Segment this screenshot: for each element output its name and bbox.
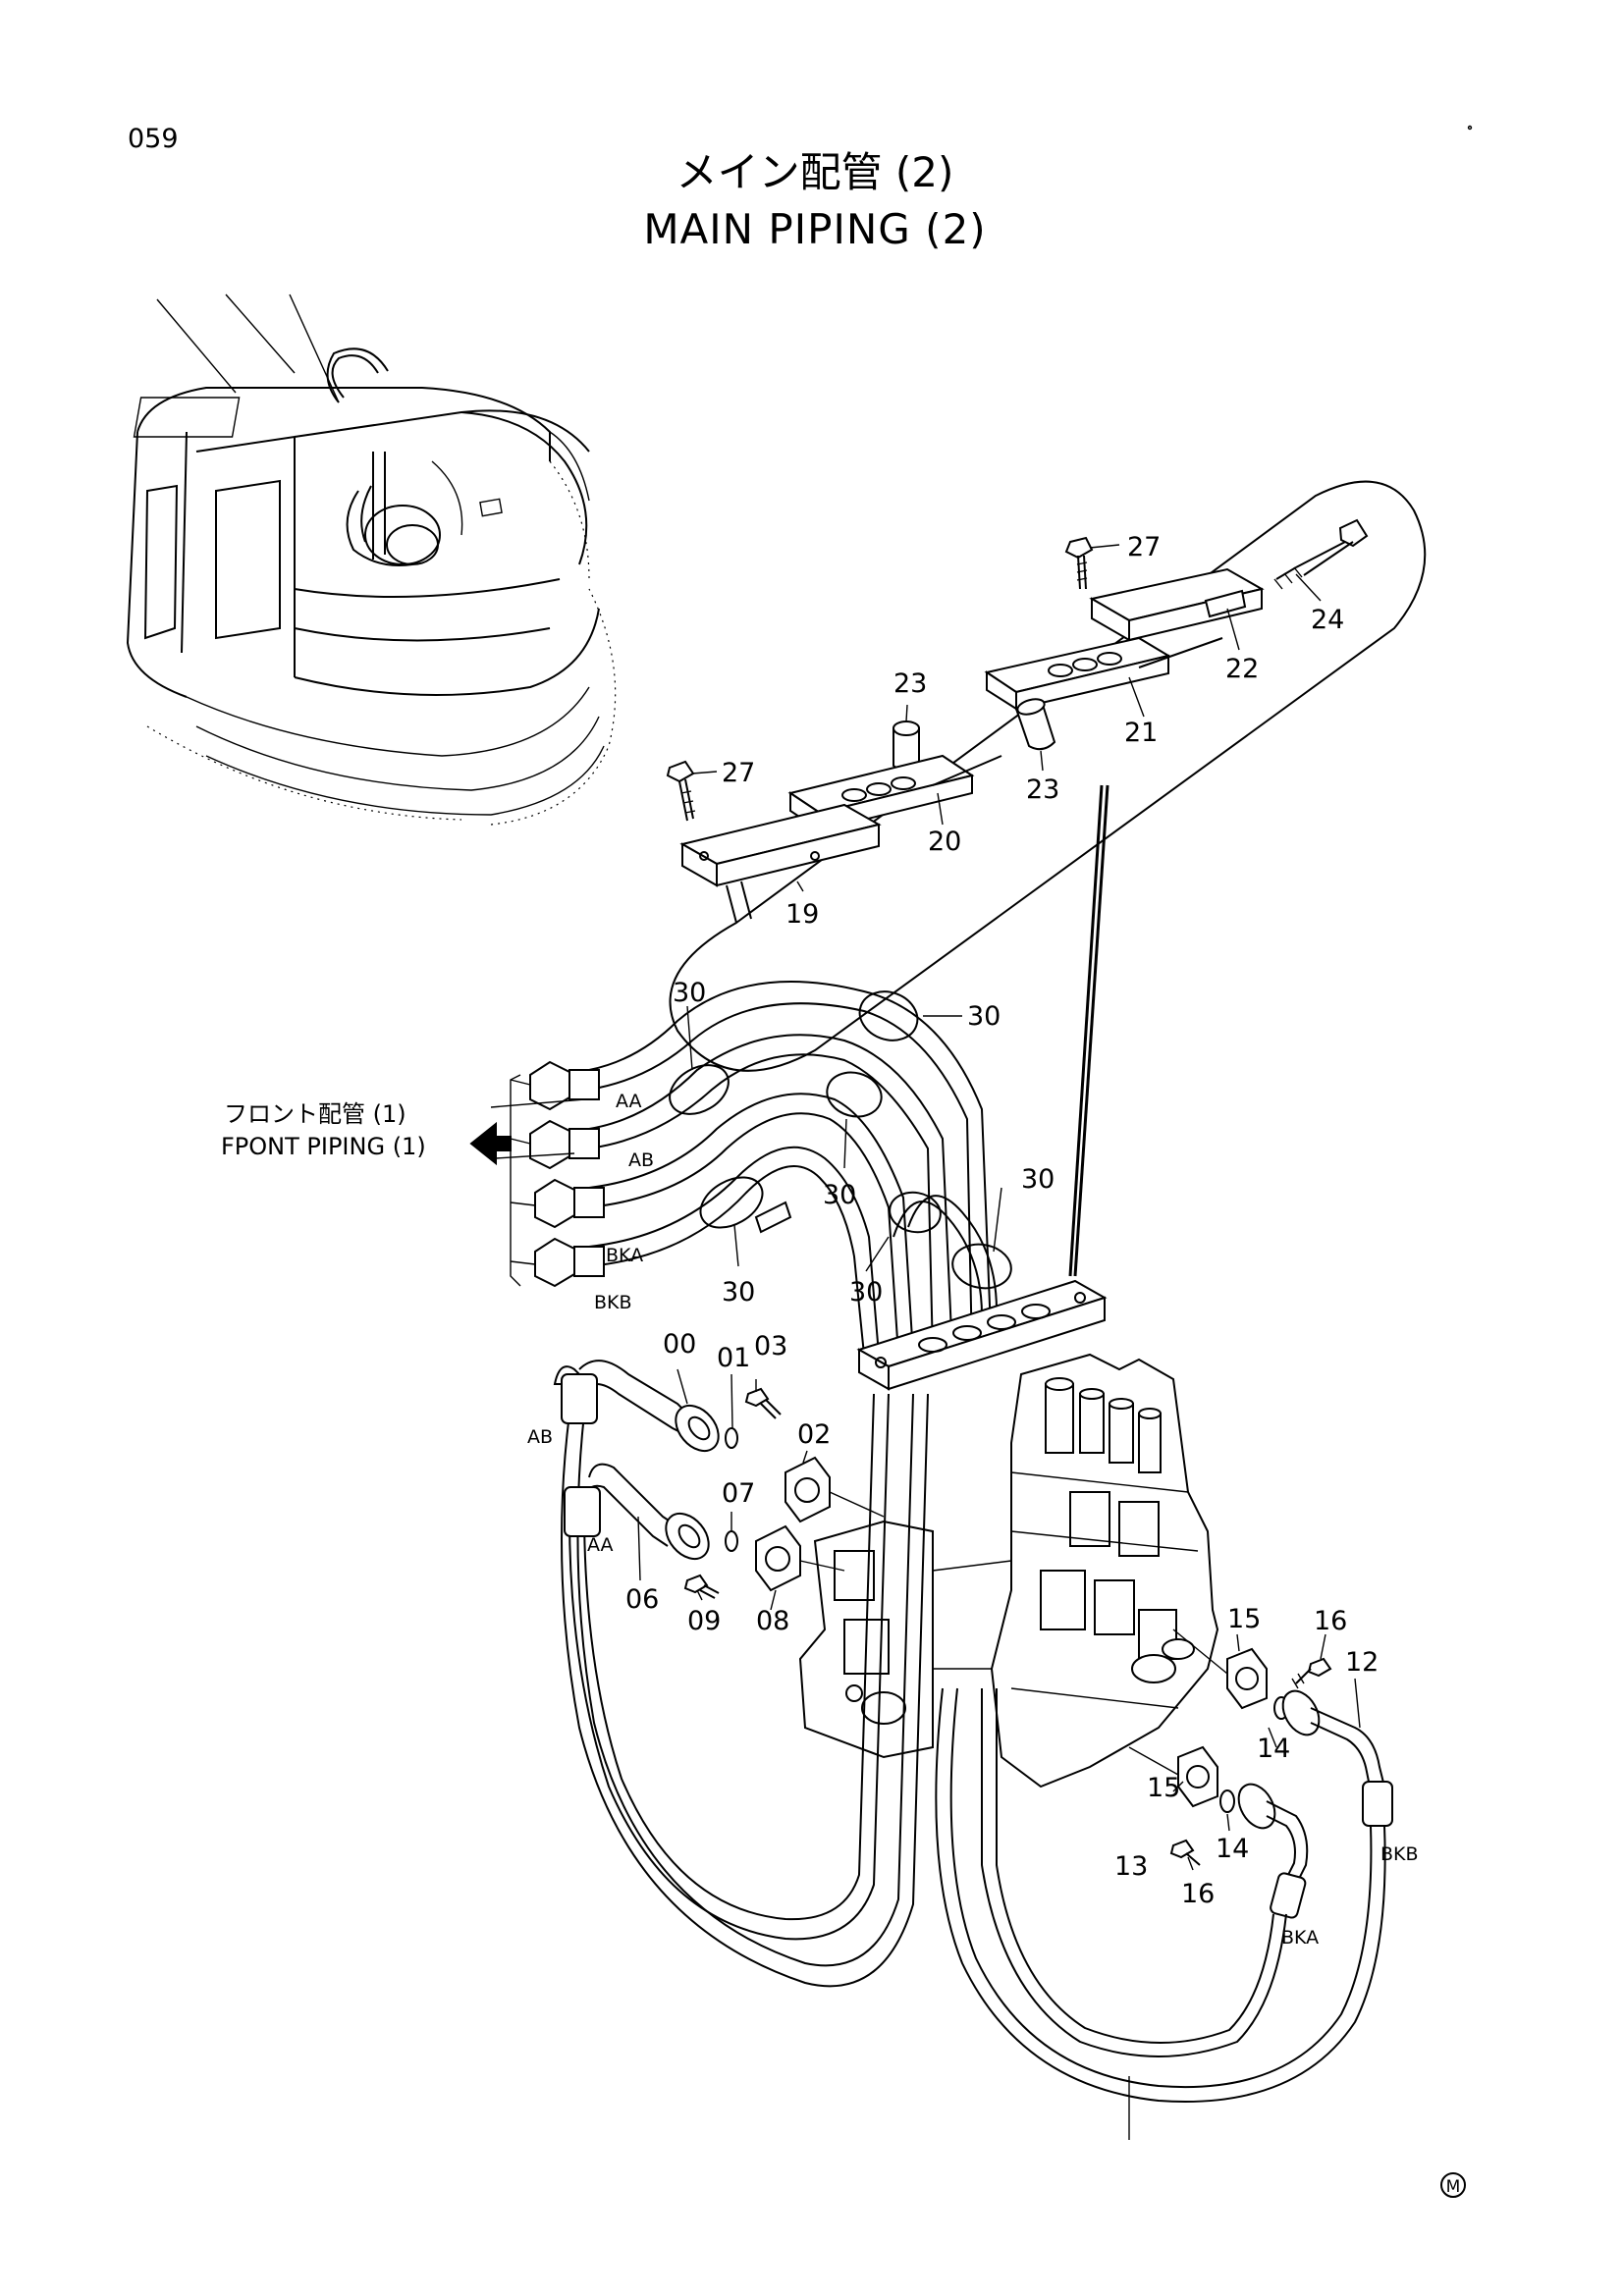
part-label-15-lower: 15 — [1147, 1773, 1180, 1803]
hose-label-bkb-right: BKB — [1380, 1843, 1419, 1865]
bolt-27-lower — [666, 760, 696, 822]
leader-lines — [490, 544, 1361, 2140]
pipe-lines-right — [935, 1629, 1393, 2103]
pipe-lines-left — [553, 1360, 929, 1988]
flange-15-lower — [1177, 1745, 1218, 1808]
reference-arrow-icon — [469, 1121, 512, 1166]
hose-label-bka-top: BKA — [606, 1245, 643, 1266]
machine-overview — [126, 294, 617, 826]
part-label-06: 06 — [625, 1584, 659, 1615]
part-label-14-upper: 14 — [1257, 1734, 1290, 1764]
part-label-03: 03 — [754, 1331, 787, 1362]
part-label-12: 12 — [1345, 1647, 1379, 1678]
main-pipe-clamp — [856, 1279, 1108, 1391]
reference-english: FPONT PIPING (1) — [221, 1133, 426, 1160]
bolt-09 — [683, 1574, 720, 1599]
title-english: MAIN PIPING (2) — [643, 205, 986, 253]
part-label-23-lower: 23 — [1026, 774, 1059, 805]
hose-label-aa-top: AA — [616, 1091, 642, 1112]
bolt-16-upper — [1291, 1657, 1332, 1689]
part-label-20: 20 — [928, 827, 961, 857]
hose-bundle — [588, 981, 998, 1356]
detail-callout-outline — [669, 480, 1427, 1072]
flange-02 — [784, 1456, 831, 1523]
hose-label-aa-left: AA — [587, 1534, 614, 1556]
page-number: 059 — [128, 124, 179, 154]
part-label-13: 13 — [1114, 1851, 1148, 1882]
fitting-bkb — [534, 1237, 605, 1288]
hose-label-ab-left: AB — [527, 1426, 553, 1448]
part-label-01: 01 — [717, 1343, 750, 1373]
hose-code-labels: AA AB BKA BKB AB AA BKB BKA — [527, 1091, 1419, 1949]
part-label-15-upper: 15 — [1227, 1604, 1261, 1634]
part-label-16-upper: 16 — [1314, 1606, 1347, 1636]
bracket-19 — [679, 803, 882, 924]
part-label-02: 02 — [797, 1419, 831, 1450]
bolt-03 — [744, 1387, 782, 1419]
part-label-24: 24 — [1311, 605, 1344, 635]
bolt-16-lower — [1169, 1839, 1201, 1866]
part-label-07: 07 — [722, 1478, 755, 1509]
hose-label-bkb-top: BKB — [594, 1292, 632, 1313]
part-label-27-upper: 27 — [1127, 532, 1161, 562]
part-label-30-b: 30 — [967, 1001, 1001, 1032]
part-label-08: 08 — [756, 1606, 789, 1636]
part-label-30-f: 30 — [849, 1277, 883, 1308]
manual-mark-letter: M — [1446, 2177, 1461, 2197]
clamp-21 — [984, 636, 1223, 711]
hose-fittings — [510, 1060, 605, 1288]
detail-callout-parts — [666, 518, 1369, 924]
part-label-21: 21 — [1124, 718, 1158, 748]
part-label-30-d: 30 — [1021, 1164, 1055, 1195]
control-valve — [798, 1353, 1219, 1789]
fitting-aa — [529, 1060, 600, 1111]
title-japanese: メイン配管 (2) — [676, 148, 954, 196]
hose-clamps-30 — [669, 990, 1012, 1290]
part-label-23-upper: 23 — [893, 668, 927, 699]
part-label-00: 00 — [663, 1329, 696, 1360]
part-label-30-a: 30 — [673, 978, 706, 1008]
part-label-09: 09 — [687, 1606, 721, 1636]
flange-15-upper — [1226, 1647, 1268, 1710]
bolt-24 — [1273, 518, 1369, 590]
fitting-ab — [529, 1119, 600, 1170]
hose-label-bka-right: BKA — [1281, 1927, 1319, 1949]
bolt-27-upper — [1064, 536, 1094, 590]
part-label-30-c: 30 — [823, 1180, 856, 1210]
detail-leader-line — [1068, 784, 1104, 1277]
flange-08 — [755, 1524, 801, 1592]
part-label-22: 22 — [1225, 654, 1259, 684]
part-label-14-lower: 14 — [1216, 1834, 1249, 1864]
reference-japanese: フロント配管 (1) — [224, 1100, 406, 1128]
cross-reference[interactable]: フロント配管 (1) FPONT PIPING (1) — [221, 1100, 512, 1166]
part-label-30-e: 30 — [722, 1277, 755, 1308]
fitting-bka — [534, 1178, 605, 1229]
sleeve-23-b — [1014, 698, 1056, 751]
part-label-27-lower: 27 — [722, 758, 755, 788]
clamp-bracket-22 — [1089, 567, 1265, 642]
part-number-labels: 27 24 22 21 23 23 27 20 19 30 30 30 30 3… — [625, 532, 1379, 1909]
part-label-16-lower: 16 — [1181, 1879, 1215, 1909]
manual-mark: M — [1440, 2172, 1466, 2198]
hose-label-ab-top: AB — [628, 1149, 654, 1171]
part-label-19: 19 — [785, 899, 819, 930]
